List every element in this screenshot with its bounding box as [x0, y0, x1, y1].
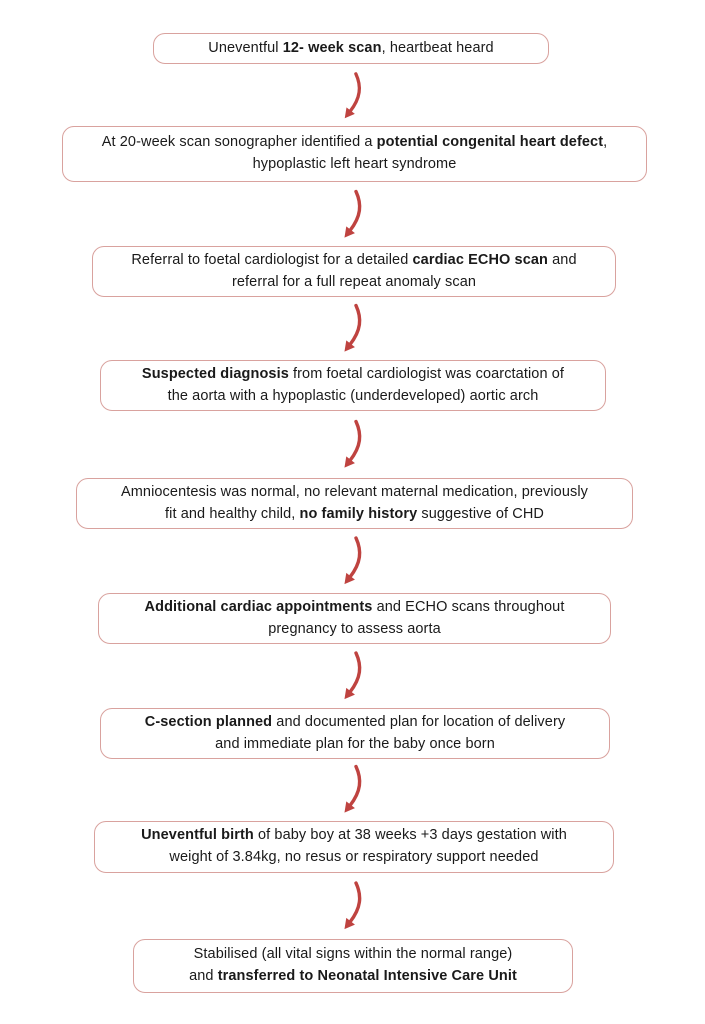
bold-text: Additional cardiac appointments — [144, 598, 373, 615]
flow-step-8-text: Uneventful birth of baby boy at 38 weeks… — [141, 825, 567, 869]
arrow-down-icon — [344, 764, 362, 813]
bold-text: no family history — [299, 505, 418, 522]
bold-text: Suspected diagnosis — [141, 365, 289, 382]
text: from foetal cardiologist was coarctation… — [288, 365, 565, 382]
arrow-down-icon — [344, 72, 361, 119]
bold-text: potential congenital heart defect — [376, 134, 604, 151]
flow-step-7-text: C-section planned and documented plan fo… — [145, 712, 565, 756]
text: the aorta with a hypoplastic (underdevel… — [167, 387, 539, 404]
text: Uneventful — [208, 39, 283, 56]
flow-step-9: Stabilised (all vital signs within the n… — [133, 939, 573, 993]
flow-step-5: Amniocentesis was normal, no relevant ma… — [76, 478, 633, 529]
text: Amniocentesis was normal, no relevant ma… — [120, 483, 589, 500]
text: At 20-week scan sonographer identified a — [101, 134, 377, 151]
flow-step-8: Uneventful birth of baby boy at 38 weeks… — [94, 821, 614, 873]
text: and ECHO scans throughout — [372, 598, 565, 615]
text: Stabilised (all vital signs within the n… — [193, 946, 513, 963]
text: , — [603, 134, 608, 151]
bold-text: Uneventful birth — [141, 827, 254, 844]
text: , heartbeat heard — [381, 39, 494, 56]
text: referral for a full repeat anomaly scan — [231, 273, 477, 290]
flow-step-7: C-section planned and documented plan fo… — [100, 708, 610, 759]
arrow-down-icon — [344, 303, 362, 352]
text: fit and healthy child, — [165, 505, 300, 522]
text: pregnancy to assess aorta — [268, 620, 441, 637]
text: suggestive of CHD — [417, 505, 544, 522]
text: and — [548, 251, 577, 268]
bold-text: C-section planned — [144, 713, 273, 730]
bold-text: 12- week scan — [282, 39, 382, 56]
flow-step-3: Referral to foetal cardiologist for a de… — [92, 246, 616, 297]
flow-step-4: Suspected diagnosis from foetal cardiolo… — [100, 360, 606, 411]
text: of baby boy at 38 weeks +3 days gestatio… — [253, 827, 567, 844]
flow-step-3-text: Referral to foetal cardiologist for a de… — [131, 250, 576, 294]
text: Referral to foetal cardiologist for a de… — [131, 251, 413, 268]
arrow-down-icon — [344, 881, 362, 930]
bold-text: cardiac ECHO scan — [412, 251, 549, 268]
text: and — [189, 968, 218, 984]
arrow-down-icon — [344, 651, 362, 700]
flow-step-5-text: Amniocentesis was normal, no relevant ma… — [121, 482, 588, 526]
arrow-down-icon — [344, 419, 362, 468]
text: and immediate plan for the baby once bor… — [215, 735, 495, 752]
flow-step-1: Uneventful 12- week scan, heartbeat hear… — [153, 33, 549, 64]
flow-step-2-text: At 20-week scan sonographer identified a… — [102, 132, 608, 176]
arrow-down-icon — [344, 189, 362, 238]
flow-step-9-text: Stabilised (all vital signs within the n… — [189, 944, 517, 988]
text: hypoplastic left heart syndrome — [252, 156, 457, 172]
flow-step-6: Additional cardiac appointments and ECHO… — [98, 593, 611, 644]
bold-text: transferred to Neonatal Intensive Care U… — [217, 968, 517, 984]
flow-step-1-text: Uneventful 12- week scan, heartbeat hear… — [208, 38, 493, 60]
text: and documented plan for location of deli… — [272, 713, 566, 730]
arrow-down-icon — [344, 536, 362, 585]
flow-step-6-text: Additional cardiac appointments and ECHO… — [145, 597, 565, 641]
text: weight of 3.84kg, no resus or respirator… — [169, 849, 539, 865]
flow-step-4-text: Suspected diagnosis from foetal cardiolo… — [142, 364, 564, 408]
flow-step-2: At 20-week scan sonographer identified a… — [62, 126, 647, 182]
